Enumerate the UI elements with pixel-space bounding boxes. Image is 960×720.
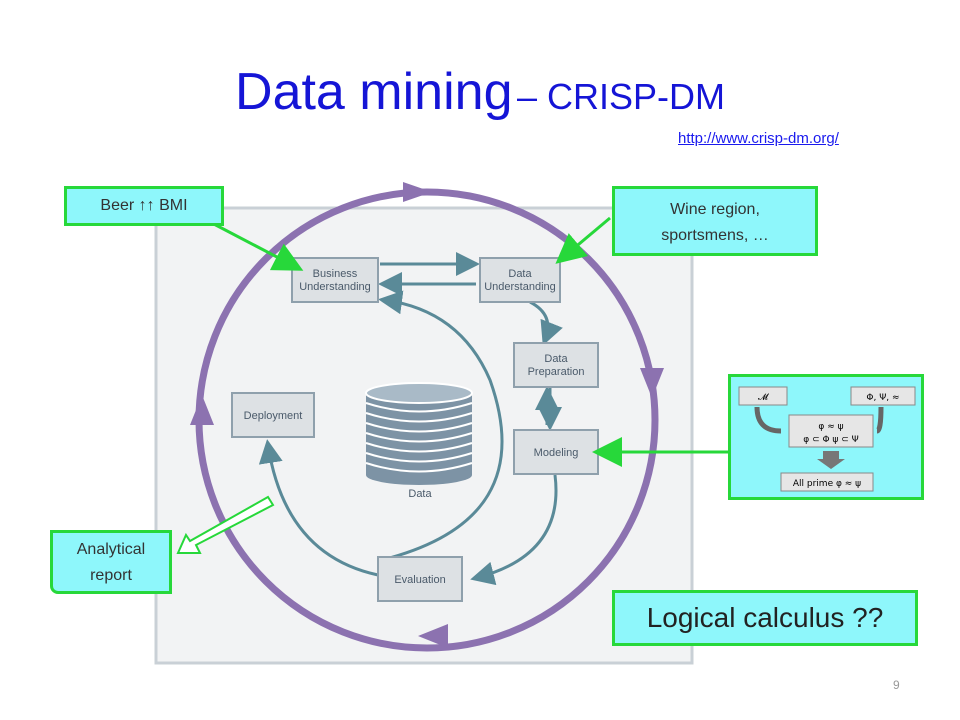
data-u-label-1: Data	[508, 268, 532, 280]
cycle-arrow-left	[190, 395, 214, 425]
analytical-report-callout: Analytical report	[50, 530, 172, 594]
database-label: Data	[408, 488, 432, 500]
page-number: 9	[893, 678, 900, 692]
formula-all-prime: All prime φ ≈ ψ	[793, 479, 861, 489]
title-main: Data mining	[235, 63, 513, 121]
deployment-box	[231, 392, 315, 438]
data-u-label-2: Understanding	[484, 281, 556, 293]
formula-equivalence: φ ≈ ψ	[818, 422, 843, 432]
formula-quantifiers: Φ, Ψ, ≈	[866, 393, 899, 403]
wine-region-callout: Wine region, sportsmens, …	[612, 186, 818, 256]
database-icon	[365, 382, 473, 485]
report-hollow-arrow	[176, 495, 275, 554]
prep-label-1: Data	[544, 353, 568, 365]
data-preparation-box	[513, 342, 599, 388]
business-understanding-box	[291, 257, 379, 303]
business-label-1: Business	[313, 268, 358, 280]
deployment-label: Deployment	[244, 410, 303, 422]
modeling-label: Modeling	[534, 447, 579, 459]
slide-title: Data mining – CRISP-DM	[0, 62, 960, 122]
formula-graphic: 𝓜 Φ, Ψ, ≈ φ ≈ ψ φ ⊂ Φ ψ ⊂ Ψ All prime φ …	[738, 386, 916, 492]
cycle-arrow-top	[403, 182, 432, 202]
prep-label-2: Preparation	[528, 366, 585, 378]
logical-calculus-callout: Logical calculus ??	[612, 590, 918, 646]
title-sub: – CRISP-DM	[516, 76, 725, 117]
cycle-arrow-bottom	[418, 624, 448, 648]
report-line-1: Analytical	[76, 541, 146, 558]
beer-bmi-text: Beer ↑↑ BMI	[100, 197, 188, 214]
wine-line-1: Wine region,	[670, 201, 760, 218]
business-label-2: Understanding	[299, 281, 371, 293]
beer-bmi-callout: Beer ↑↑ BMI	[64, 186, 224, 226]
cycle-arrow-right	[640, 368, 664, 398]
crisp-link[interactable]: http://www.crisp-dm.org/	[678, 130, 839, 147]
data-understanding-box	[479, 257, 561, 303]
evaluation-label: Evaluation	[394, 574, 445, 586]
report-line-2: report	[90, 567, 132, 584]
formula-model: 𝓜	[758, 393, 770, 403]
modeling-box	[513, 429, 599, 475]
formula-panel: 𝓜 Φ, Ψ, ≈ φ ≈ ψ φ ⊂ Φ ψ ⊂ Ψ All prime φ …	[728, 374, 924, 500]
logical-calculus-text: Logical calculus ??	[646, 602, 884, 633]
formula-subsets: φ ⊂ Φ ψ ⊂ Ψ	[803, 435, 858, 445]
wine-line-2: sportsmens, …	[661, 227, 769, 244]
evaluation-box	[377, 556, 463, 602]
